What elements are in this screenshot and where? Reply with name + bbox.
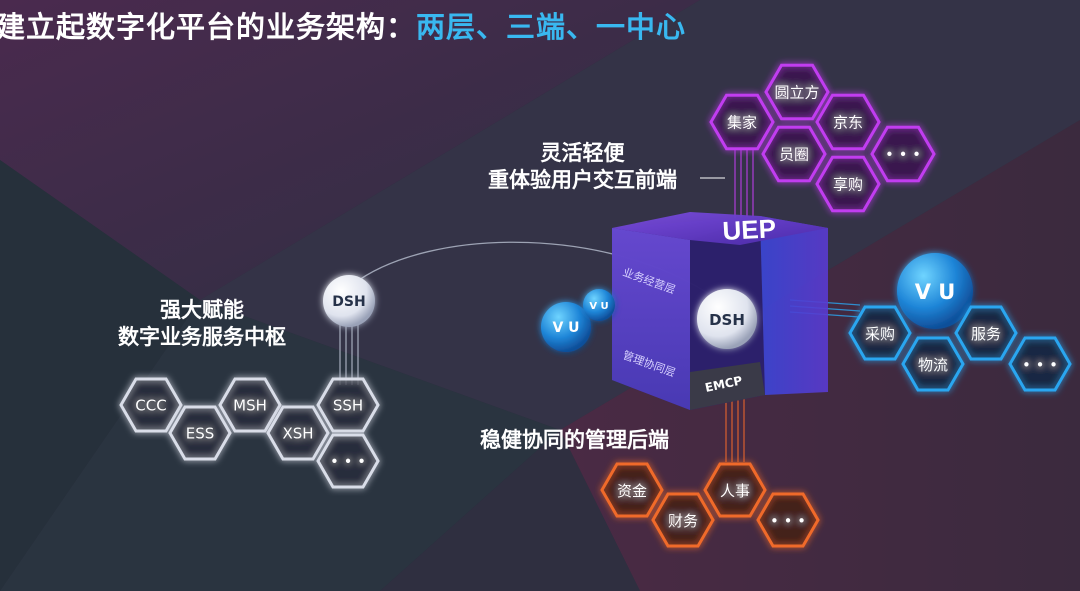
hex-cell: 集家 [709, 93, 775, 151]
hex-label: 采购 [865, 325, 895, 343]
title-main: 建立起数字化平台的业务架构： [0, 10, 417, 44]
hex-cell: 员圈 [761, 125, 827, 183]
hex-label: 财务 [668, 512, 698, 530]
middle-hub-label: 强大赋能 数字业务服务中枢 [118, 297, 286, 351]
hex-cell: ESS [168, 405, 232, 461]
hex-cell: CCC [119, 377, 183, 433]
hex-shape [709, 93, 775, 151]
cube-top-face [612, 212, 828, 245]
dsh-to-ssh-lines [339, 322, 359, 385]
uep-to-front-lines [734, 150, 754, 225]
back-end-label: 稳健协同的管理后端 [480, 428, 669, 452]
hex-cell: 京东 [815, 93, 881, 151]
hex-cell: 享购 [815, 155, 881, 213]
hex-cell: • • • [1008, 336, 1072, 392]
hex-cell: 圆立方 [764, 63, 830, 121]
hex-shape [756, 492, 820, 548]
front-end-label-line1: 灵活轻便 [540, 141, 625, 165]
vu-left-small-node: V U [583, 289, 615, 321]
hex-cell: SSH [316, 377, 380, 433]
middle-hub-label-line2: 数字业务服务中枢 [118, 325, 286, 349]
hex-shape [600, 462, 664, 518]
hex-label: ESS [186, 424, 215, 442]
hex-shape [316, 377, 380, 433]
hex-shape [764, 63, 830, 121]
hex-cell: 服务 [954, 305, 1018, 361]
hex-shape [815, 155, 881, 213]
hex-shape [1008, 336, 1072, 392]
hex-shape [815, 93, 881, 151]
cube-right-face [760, 216, 828, 395]
hex-shape [870, 125, 936, 183]
hex-shape [218, 377, 282, 433]
hex-label: SSH [333, 396, 363, 414]
dsh-left-node: DSH [323, 275, 375, 327]
hex-shape [651, 492, 715, 548]
hex-shape [266, 405, 330, 461]
hex-cell: 财务 [651, 492, 715, 548]
vu-left-big-node: V U [541, 302, 591, 352]
hex-cell: XSH [266, 405, 330, 461]
platform-cube: UEP 业务经营层 管理协同层 EMCP [612, 212, 828, 410]
vu-right-node: V U [897, 253, 973, 329]
hex-label: 人事 [720, 482, 750, 500]
vu-left-big-label: V U [552, 320, 579, 336]
uep-label: UEP [722, 213, 777, 246]
hex-shape [901, 336, 965, 392]
middle-hub-label-line1: 强大赋能 [160, 298, 244, 322]
middle-hub-hex-group: CCC ESS MSH XSH SSH • • • [119, 377, 380, 489]
hex-label: 京东 [833, 113, 863, 131]
hex-cell: 物流 [901, 336, 965, 392]
cube-left-face [612, 228, 690, 410]
vu-right-label: V U [915, 280, 956, 304]
hex-shape [316, 433, 380, 489]
hex-label: MSH [233, 396, 267, 414]
hex-label: CCC [135, 396, 166, 414]
hex-label: XSH [282, 424, 313, 442]
hex-label: 物流 [918, 356, 948, 374]
hex-shape [761, 125, 827, 183]
hex-cell: 资金 [600, 462, 664, 518]
hex-cell: MSH [218, 377, 282, 433]
title-highlight: 两层、三端、一中心 [416, 10, 687, 44]
dsh-cube-node: DSH [697, 289, 757, 349]
hex-label: 圆立方 [774, 83, 819, 101]
hex-label: 享购 [833, 175, 863, 193]
hex-shape [119, 377, 183, 433]
hex-label: 服务 [971, 325, 1001, 343]
cube-floor [690, 362, 765, 410]
hex-cell: • • • [870, 125, 936, 183]
hex-shape [703, 462, 767, 518]
hex-label: 员圈 [779, 145, 809, 163]
front-end-label-line2: 重体验用户交互前端 [488, 168, 677, 192]
front-end-label: 灵活轻便 重体验用户交互前端 [488, 140, 677, 194]
emcp-to-back-lines [725, 395, 745, 462]
hex-cell: • • • [756, 492, 820, 548]
sphere-nodes: DSH DSH V U V U V U [323, 253, 973, 352]
hex-label: • • • [330, 452, 366, 470]
hex-cell: 采购 [848, 305, 912, 361]
hex-label: • • • [1022, 356, 1058, 374]
hex-shape [954, 305, 1018, 361]
hex-shape [168, 405, 232, 461]
hex-shape [848, 305, 912, 361]
hex-label: • • • [885, 145, 921, 163]
hex-label: • • • [770, 512, 806, 530]
page-title: 建立起数字化平台的业务架构：两层、三端、一中心 [0, 4, 686, 46]
hex-cell: • • • [316, 433, 380, 489]
hex-cell: 人事 [703, 462, 767, 518]
hex-label: 资金 [617, 482, 647, 500]
hex-label: 集家 [727, 113, 757, 131]
dsh-cube-label: DSH [709, 311, 745, 329]
dsh-left-label: DSH [332, 294, 365, 310]
vu-left-small-label: V U [589, 301, 608, 312]
